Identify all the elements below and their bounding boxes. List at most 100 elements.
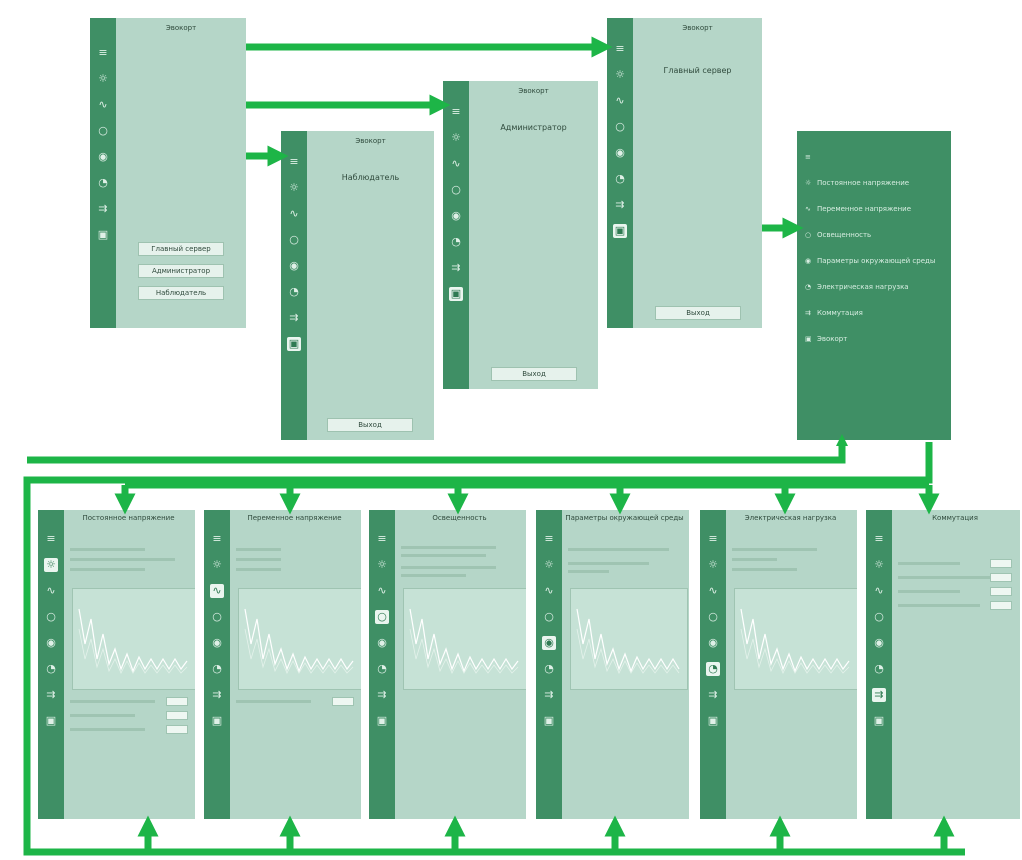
bulb-icon[interactable]: ○ — [289, 233, 299, 246]
gauge-icon[interactable]: ◔ — [706, 662, 720, 676]
admin-button[interactable]: Администратор — [138, 264, 224, 278]
menu-icon[interactable]: ≡ — [98, 46, 108, 59]
logo-icon[interactable]: ▣ — [376, 714, 388, 727]
menu-item-electric-load[interactable]: ◔Электрическая нагрузка — [805, 283, 909, 291]
logo-icon[interactable]: ▣ — [97, 228, 109, 241]
menu-icon[interactable]: ≡ — [544, 532, 554, 545]
value-box[interactable] — [332, 697, 354, 706]
wave-icon[interactable]: ∿ — [544, 584, 554, 597]
sun-icon[interactable]: ☼ — [44, 558, 58, 572]
menu-icon[interactable]: ≡ — [212, 532, 222, 545]
wave-icon[interactable]: ∿ — [615, 94, 625, 107]
globe-icon[interactable]: ◉ — [289, 259, 299, 272]
exit-button[interactable]: Выход — [655, 306, 741, 320]
menu-icon[interactable]: ≡ — [615, 42, 625, 55]
menu-icon[interactable]: ≡ — [451, 105, 461, 118]
menu-toggle[interactable]: ≡ — [805, 153, 817, 161]
bulb-icon[interactable]: ○ — [451, 183, 461, 196]
logo-icon[interactable]: ▣ — [449, 287, 463, 301]
observer-button[interactable]: Наблюдатель — [138, 286, 224, 300]
logo-icon[interactable]: ▣ — [543, 714, 555, 727]
switch-icon[interactable]: ⇉ — [615, 198, 625, 211]
menu-icon[interactable]: ≡ — [708, 532, 718, 545]
value-box[interactable] — [990, 559, 1012, 568]
globe-icon[interactable]: ◉ — [874, 636, 884, 649]
wave-icon[interactable]: ∿ — [377, 584, 387, 597]
main-server-button[interactable]: Главный сервер — [138, 242, 224, 256]
menu-item-illumination[interactable]: ○Освещенность — [805, 231, 872, 239]
sun-icon[interactable]: ☼ — [708, 558, 718, 571]
gauge-icon[interactable]: ◔ — [615, 172, 625, 185]
value-box[interactable] — [166, 725, 188, 734]
menu-icon[interactable]: ≡ — [377, 532, 387, 545]
gauge-icon[interactable]: ◔ — [451, 235, 461, 248]
gauge-icon[interactable]: ◔ — [874, 662, 884, 675]
gauge-icon[interactable]: ◔ — [544, 662, 554, 675]
logo-icon[interactable]: ▣ — [287, 337, 301, 351]
menu-item-ac-voltage[interactable]: ∿Переменное напряжение — [805, 205, 912, 213]
wave-icon[interactable]: ∿ — [708, 584, 718, 597]
value-box[interactable] — [166, 711, 188, 720]
gauge-icon[interactable]: ◔ — [212, 662, 222, 675]
menu-icon[interactable]: ≡ — [289, 155, 299, 168]
wave-icon[interactable]: ∿ — [210, 584, 224, 598]
globe-icon[interactable]: ◉ — [377, 636, 387, 649]
logo-icon[interactable]: ▣ — [707, 714, 719, 727]
menu-item-dc-voltage[interactable]: ☼Постоянное напряжение — [805, 179, 910, 187]
logo-icon[interactable]: ▣ — [211, 714, 223, 727]
bulb-icon[interactable]: ○ — [212, 610, 222, 623]
sun-icon[interactable]: ☼ — [544, 558, 554, 571]
switch-icon[interactable]: ⇉ — [377, 688, 387, 701]
switch-icon[interactable]: ⇉ — [212, 688, 222, 701]
bulb-icon[interactable]: ○ — [874, 610, 884, 623]
sun-icon[interactable]: ☼ — [377, 558, 387, 571]
value-box[interactable] — [990, 573, 1012, 582]
sun-icon[interactable]: ☼ — [451, 131, 461, 144]
value-box[interactable] — [166, 697, 188, 706]
value-box[interactable] — [990, 601, 1012, 610]
sun-icon[interactable]: ☼ — [615, 68, 625, 81]
menu-icon[interactable]: ≡ — [46, 532, 56, 545]
menu-item-environment[interactable]: ◉Параметры окружающей среды — [805, 257, 936, 265]
sun-icon[interactable]: ☼ — [212, 558, 222, 571]
sun-icon[interactable]: ☼ — [289, 181, 299, 194]
gauge-icon[interactable]: ◔ — [98, 176, 108, 189]
gauge-icon[interactable]: ◔ — [289, 285, 299, 298]
switch-icon[interactable]: ⇉ — [46, 688, 56, 701]
switch-icon[interactable]: ⇉ — [98, 202, 108, 215]
bulb-icon[interactable]: ○ — [708, 610, 718, 623]
globe-icon[interactable]: ◉ — [615, 146, 625, 159]
wave-icon[interactable]: ∿ — [451, 157, 461, 170]
sun-icon[interactable]: ☼ — [874, 558, 884, 571]
gauge-icon[interactable]: ◔ — [46, 662, 56, 675]
switch-icon[interactable]: ⇉ — [872, 688, 886, 702]
bulb-icon[interactable]: ○ — [544, 610, 554, 623]
gauge-icon[interactable]: ◔ — [377, 662, 387, 675]
globe-icon[interactable]: ◉ — [212, 636, 222, 649]
sun-icon[interactable]: ☼ — [98, 72, 108, 85]
globe-icon[interactable]: ◉ — [542, 636, 556, 650]
menu-item-switching[interactable]: ⇉Коммутация — [805, 309, 863, 317]
switch-icon[interactable]: ⇉ — [289, 311, 299, 324]
switch-icon[interactable]: ⇉ — [544, 688, 554, 701]
bulb-icon[interactable]: ○ — [98, 124, 108, 137]
globe-icon[interactable]: ◉ — [451, 209, 461, 222]
logo-icon[interactable]: ▣ — [45, 714, 57, 727]
logo-icon[interactable]: ▣ — [873, 714, 885, 727]
switch-icon[interactable]: ⇉ — [708, 688, 718, 701]
bulb-icon[interactable]: ○ — [375, 610, 389, 624]
bulb-icon[interactable]: ○ — [46, 610, 56, 623]
exit-button[interactable]: Выход — [491, 367, 577, 381]
switch-icon[interactable]: ⇉ — [451, 261, 461, 274]
bulb-icon[interactable]: ○ — [615, 120, 625, 133]
globe-icon[interactable]: ◉ — [98, 150, 108, 163]
wave-icon[interactable]: ∿ — [289, 207, 299, 220]
menu-icon[interactable]: ≡ — [874, 532, 884, 545]
globe-icon[interactable]: ◉ — [46, 636, 56, 649]
globe-icon[interactable]: ◉ — [708, 636, 718, 649]
wave-icon[interactable]: ∿ — [98, 98, 108, 111]
logo-icon[interactable]: ▣ — [613, 224, 627, 238]
menu-item-evocort[interactable]: ▣Эвокорт — [805, 335, 848, 343]
wave-icon[interactable]: ∿ — [874, 584, 884, 597]
value-box[interactable] — [990, 587, 1012, 596]
